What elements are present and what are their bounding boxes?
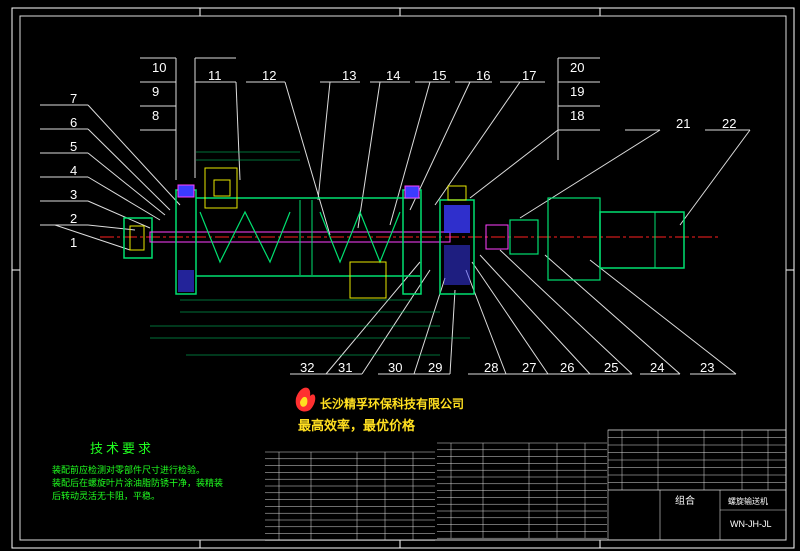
conveyor-assembly bbox=[100, 151, 720, 356]
title-block-assembly: 组合 bbox=[675, 494, 695, 507]
balloon-top-12: 12 bbox=[262, 68, 276, 83]
balloon-left-7: 7 bbox=[70, 91, 77, 106]
balloon-left-3: 3 bbox=[70, 187, 77, 202]
coupling bbox=[485, 224, 509, 250]
balloon-bottom-26: 26 bbox=[560, 360, 574, 375]
leader-lines bbox=[54, 81, 751, 375]
outlet bbox=[349, 261, 387, 299]
balloon-bottom-32: 32 bbox=[300, 360, 314, 375]
balloon-top-20: 20 bbox=[570, 60, 584, 75]
balloon-top-22: 22 bbox=[722, 116, 736, 131]
screw-flight-left bbox=[199, 210, 291, 264]
balloon-top-14: 14 bbox=[386, 68, 400, 83]
balloon-top-19: 19 bbox=[570, 84, 584, 99]
balloon-bottom-23: 23 bbox=[700, 360, 714, 375]
balloon-top-10: 10 bbox=[152, 60, 166, 75]
balloon-bottom-30: 30 bbox=[388, 360, 402, 375]
balloon-top-8: 8 bbox=[152, 108, 159, 123]
left-bearing-housing bbox=[123, 217, 153, 259]
company-slogan: 最高效率，最优价格 bbox=[298, 418, 416, 434]
company-name: 长沙精孚环保科技有限公司 bbox=[320, 396, 464, 411]
screw-flight-right bbox=[319, 210, 401, 264]
balloon-top-17: 17 bbox=[522, 68, 536, 83]
parts-list bbox=[265, 429, 786, 541]
balloon-bottom-28: 28 bbox=[484, 360, 498, 375]
motor bbox=[599, 211, 685, 269]
reducer bbox=[547, 197, 601, 281]
tech-requirement-line-2: 装配后在螺旋叶片涂油脂防锈干净，装精装 bbox=[52, 477, 223, 489]
balloon-top-15: 15 bbox=[432, 68, 446, 83]
balloon-bottom-31: 31 bbox=[338, 360, 352, 375]
balloon-left-4: 4 bbox=[70, 163, 77, 178]
balloon-top-9: 9 bbox=[152, 84, 159, 99]
balloon-top-11: 11 bbox=[208, 68, 222, 83]
balloon-top-21: 21 bbox=[676, 116, 690, 131]
balloon-left-6: 6 bbox=[70, 115, 77, 130]
tech-requirement-line-3: 后转动灵活无卡阻，平稳。 bbox=[52, 490, 160, 502]
balloon-bottom-27: 27 bbox=[522, 360, 536, 375]
drawing-frame bbox=[11, 7, 795, 549]
balloon-top-13: 13 bbox=[342, 68, 356, 83]
title-block bbox=[607, 429, 787, 541]
balloon-left-5: 5 bbox=[70, 139, 77, 154]
inlet-hopper bbox=[204, 167, 238, 209]
balloon-left-1: 1 bbox=[70, 235, 77, 250]
balloon-left-2: 2 bbox=[70, 211, 77, 226]
company-logo-icon bbox=[295, 387, 316, 412]
balloon-bottom-24: 24 bbox=[650, 360, 664, 375]
balloon-top-16: 16 bbox=[476, 68, 490, 83]
title-block-drawing-name: 螺旋输送机 bbox=[728, 496, 768, 506]
tech-requirements-title: 技术要求 bbox=[90, 442, 154, 457]
balloon-top-18: 18 bbox=[570, 108, 584, 123]
title-block-drawing-no: WN-JH-JL bbox=[730, 519, 772, 529]
balloon-bottom-29: 29 bbox=[428, 360, 442, 375]
balloon-grid-top bbox=[40, 57, 750, 375]
balloon-bottom-25: 25 bbox=[604, 360, 618, 375]
tech-requirement-line-1: 装配前应检测对零部件尺寸进行检验。 bbox=[52, 464, 205, 476]
